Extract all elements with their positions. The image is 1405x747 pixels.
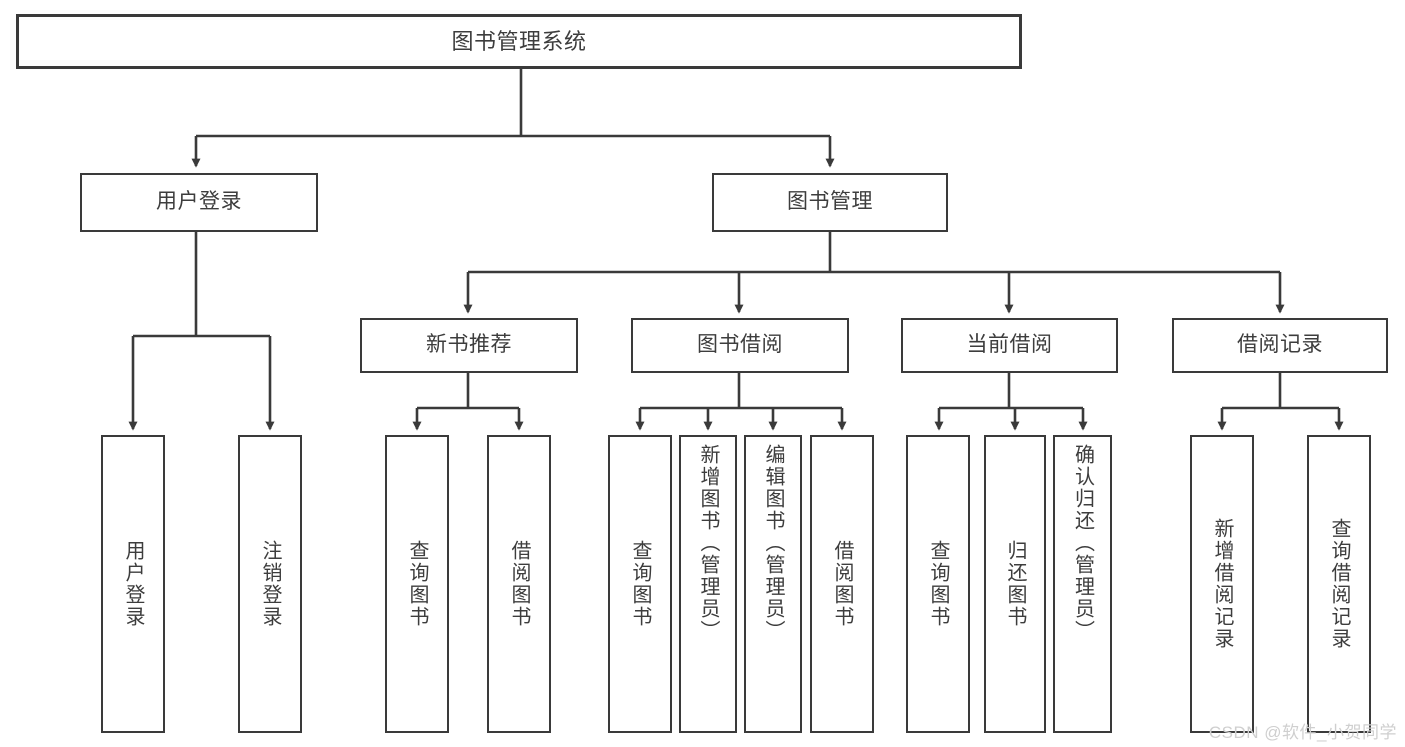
- leaf-label: 新增图书（管理员）: [697, 444, 719, 642]
- leaf-label: 新增借阅记录: [1211, 518, 1233, 650]
- leaf-borrow-query-book[interactable]: 查询图书: [608, 435, 672, 733]
- leaf-label: 用户登录: [122, 540, 144, 628]
- leaf-current-return-book[interactable]: 归还图书: [984, 435, 1046, 733]
- leaf-label: 查询图书: [629, 540, 651, 628]
- node-label: 用户登录: [156, 190, 242, 214]
- leaf-current-confirm-return-admin[interactable]: 确认归还（管理员）: [1053, 435, 1112, 733]
- node-current-borrow[interactable]: 当前借阅: [901, 318, 1118, 373]
- leaf-label: 注销登录: [259, 540, 281, 628]
- node-book-borrow[interactable]: 图书借阅: [631, 318, 849, 373]
- leaf-new-book-borrow-book[interactable]: 借阅图书: [487, 435, 551, 733]
- leaf-label: 借阅图书: [831, 540, 853, 628]
- leaf-borrow-edit-book-admin[interactable]: 编辑图书（管理员）: [744, 435, 802, 733]
- leaf-user-login-login[interactable]: 用户登录: [101, 435, 165, 733]
- leaf-new-book-query-book[interactable]: 查询图书: [385, 435, 449, 733]
- node-borrow-record[interactable]: 借阅记录: [1172, 318, 1388, 373]
- leaf-label: 借阅图书: [508, 540, 530, 628]
- leaf-record-add-borrow-record[interactable]: 新增借阅记录: [1190, 435, 1254, 733]
- leaf-label: 查询借阅记录: [1328, 518, 1350, 650]
- node-user-login[interactable]: 用户登录: [80, 173, 318, 232]
- node-label: 图书管理系统: [451, 28, 587, 54]
- leaf-record-query-borrow-record[interactable]: 查询借阅记录: [1307, 435, 1371, 733]
- leaf-label: 确认归还（管理员）: [1071, 444, 1094, 642]
- node-label: 新书推荐: [426, 333, 512, 357]
- leaf-label: 查询图书: [927, 540, 949, 628]
- leaf-label: 归还图书: [1004, 540, 1026, 628]
- node-root-book-management-system[interactable]: 图书管理系统: [16, 14, 1022, 69]
- leaf-current-query-book[interactable]: 查询图书: [906, 435, 970, 733]
- leaf-user-login-logout[interactable]: 注销登录: [238, 435, 302, 733]
- leaf-borrow-borrow-book[interactable]: 借阅图书: [810, 435, 874, 733]
- node-label: 借阅记录: [1237, 333, 1323, 357]
- node-label: 当前借阅: [966, 333, 1053, 357]
- node-label: 图书管理: [787, 190, 873, 214]
- node-book-management[interactable]: 图书管理: [712, 173, 948, 232]
- leaf-label: 编辑图书（管理员）: [762, 444, 784, 642]
- leaf-label: 查询图书: [406, 540, 428, 628]
- node-new-book-recommend[interactable]: 新书推荐: [360, 318, 578, 373]
- leaf-borrow-add-book-admin[interactable]: 新增图书（管理员）: [679, 435, 737, 733]
- node-label: 图书借阅: [697, 333, 783, 357]
